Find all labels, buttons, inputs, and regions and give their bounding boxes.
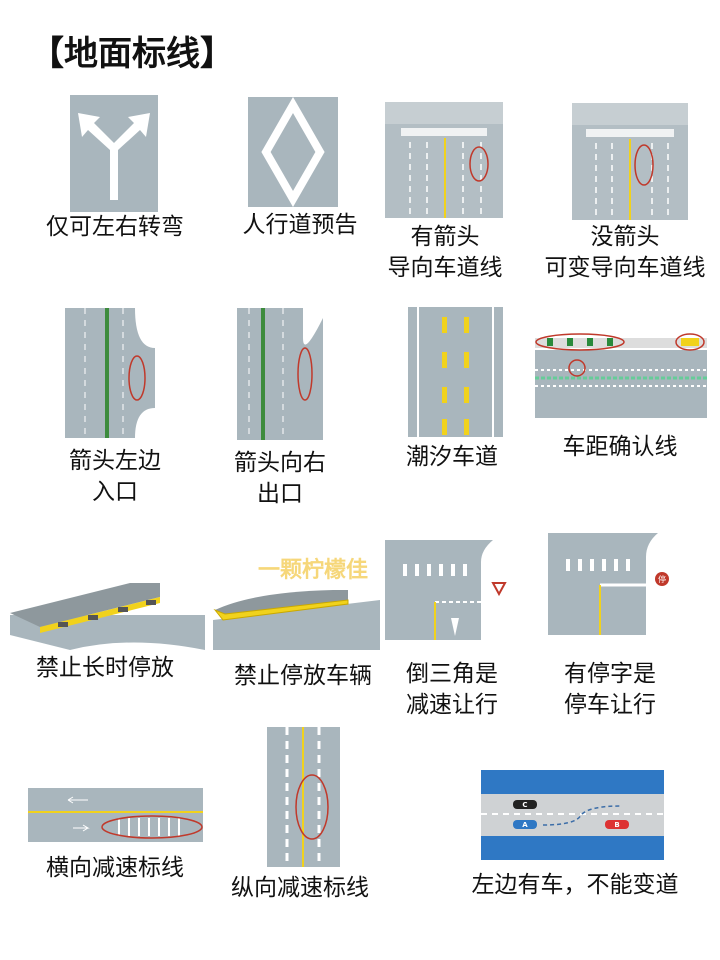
stop-marking-image: 停 <box>548 533 673 635</box>
caption-line: 可变导向车道线 <box>544 255 706 281</box>
caption-line: 没箭头 <box>590 224 660 250</box>
car-b-label: B <box>614 821 619 829</box>
caption-line: 倒三角是 <box>406 661 498 687</box>
caption-line: 箭头向右 <box>234 450 326 476</box>
tidal-lane-image <box>408 307 503 437</box>
entrance-arrow-image <box>65 308 155 438</box>
car-c-label: C <box>522 801 527 809</box>
caption-line: 停车让行 <box>564 692 656 718</box>
crosswalk-ahead-diamond-image <box>248 97 338 207</box>
caption-line: 出口 <box>257 481 303 507</box>
exit-arrow-image <box>237 308 323 440</box>
caption-line: 减速让行 <box>406 692 498 718</box>
no-long-parking-curb-image <box>10 575 205 650</box>
yield-marking-image <box>385 540 510 640</box>
guide-lane-arrows-image <box>385 102 503 218</box>
transverse-deceleration-image <box>28 788 203 842</box>
caption: 潮汐车道 <box>406 444 498 470</box>
car-a-label: A <box>522 821 528 829</box>
caption: 有箭头导向车道线 <box>388 222 503 284</box>
no-lane-change-image: C A B <box>481 770 664 860</box>
caption-line: 导向车道线 <box>387 255 503 281</box>
caption: 车距确认线 <box>562 434 678 460</box>
page-title: 【地面标线】 <box>30 34 234 74</box>
caption: 箭头向右出口 <box>234 448 326 510</box>
watermark: 一颗柠檬佳 <box>258 558 369 583</box>
caption: 仅可左右转弯 <box>46 214 184 240</box>
caption-line: 有停字是 <box>564 661 656 687</box>
caption: 左边有车，不能变道 <box>471 872 679 898</box>
variable-guide-lane-image <box>572 103 688 220</box>
distance-check-line-image <box>535 330 707 418</box>
caption: 没箭头可变导向车道线 <box>545 222 706 284</box>
no-parking-curb-image <box>213 580 380 650</box>
caption: 横向减速标线 <box>46 855 184 881</box>
caption-line: 入口 <box>92 479 138 505</box>
caption: 纵向减速标线 <box>231 875 369 901</box>
caption: 有停字是停车让行 <box>564 659 656 721</box>
caption: 箭头左边入口 <box>69 446 161 508</box>
caption: 倒三角是减速让行 <box>406 659 498 721</box>
longitudinal-deceleration-image <box>267 727 340 867</box>
stop-sign-text: 停 <box>658 574 666 584</box>
left-right-turn-arrow-image <box>70 95 158 212</box>
caption: 人行道预告 <box>242 212 358 238</box>
caption: 禁止停放车辆 <box>234 663 372 689</box>
caption-line: 有箭头 <box>410 224 480 250</box>
caption: 禁止长时停放 <box>36 655 174 681</box>
caption-line: 箭头左边 <box>69 448 161 474</box>
